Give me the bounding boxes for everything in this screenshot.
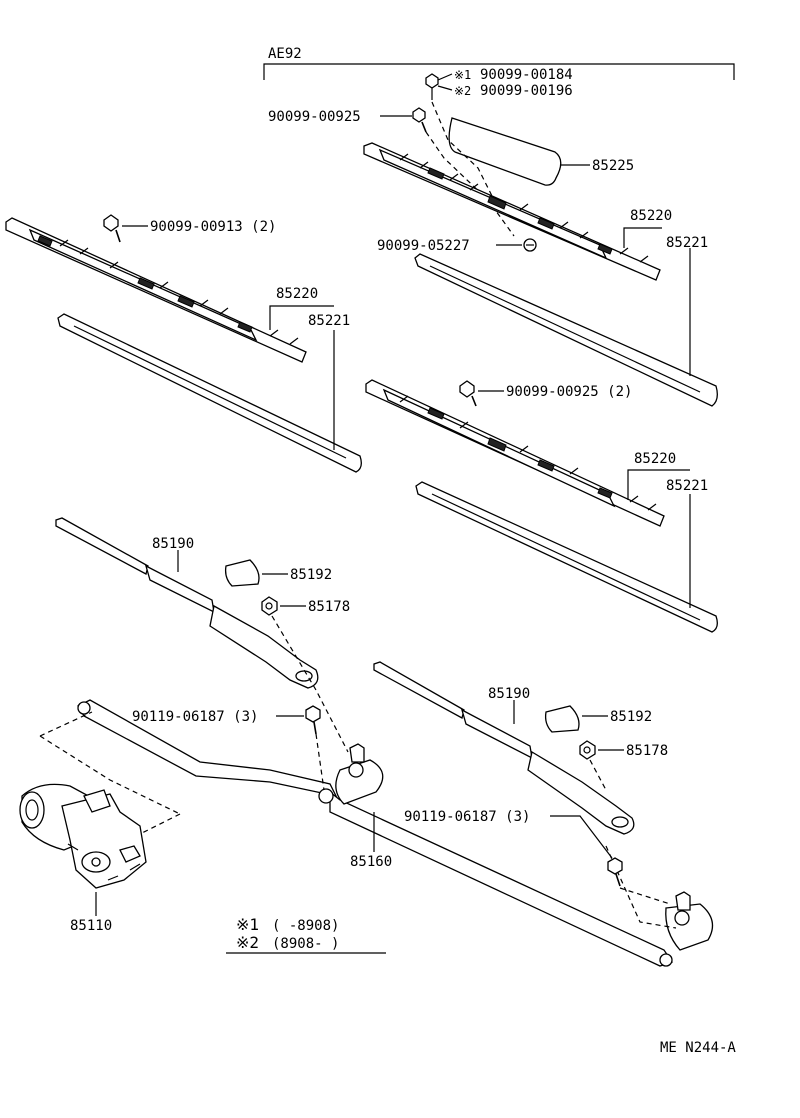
arm-right-label: 85190 [488,686,530,702]
arm-left-label: 85190 [152,536,194,552]
note1-part-label: 90099-00184 [480,67,573,83]
blade-rubber-right-mid [415,481,718,633]
screw-right-mid [459,380,477,407]
blade-right-mid-label-b: 85221 [666,478,708,494]
cover-label: 85225 [592,158,634,174]
blade-right-top-label-a: 85220 [630,208,672,224]
svg-text:※2: ※2 [454,84,471,98]
model-bracket: AE92 [263,46,735,80]
diagram-code: ME N244-A [660,1040,736,1056]
notes-block: ※1 ( -8908) ※2 (8908- ) [226,915,386,954]
screw-left [103,214,121,243]
cap-right-label: 85192 [610,709,652,725]
blade-left-label-a: 85220 [276,286,318,302]
blade-left-label-b: 85221 [308,313,350,329]
bolt-right [607,857,623,887]
blade-right-top-label-b: 85221 [666,235,708,251]
nut-right-label: 85178 [626,743,668,759]
blade-right-mid-label-a: 85220 [634,451,676,467]
cap-left-label: 85192 [290,567,332,583]
blade-rubber-left [57,313,362,473]
motor-label: 85110 [70,918,112,934]
screw-184-196 [425,73,453,100]
bolt-right-label: 90119-06187 (3) [404,809,530,825]
cap-left [224,559,260,587]
cap-right [544,705,580,733]
blade-frame-right-mid [365,379,665,527]
bolt-left-label: 90119-06187 (3) [132,709,258,725]
clip-right-top-label: 90099-05227 [377,238,470,254]
screw-top [412,107,427,133]
blade-rubber-right-top [414,253,718,407]
note1-mark: ※1 [236,915,259,934]
wiper-arm-right [373,661,635,835]
bolt-left [305,705,321,735]
wiper-motor [19,783,147,889]
screw-left-label: 90099-00913 (2) [150,219,276,235]
nut-left [261,596,278,616]
screw-top-label: 90099-00925 [268,109,361,125]
model-label: AE92 [268,46,302,62]
note2-mark: ※2 [236,933,259,952]
link-label: 85160 [350,854,392,870]
linkage [77,699,714,967]
blade-frame-left [5,217,307,363]
wiper-arm-left [55,517,319,689]
nut-right [579,740,596,760]
note2-range: (8908- ) [272,936,339,952]
blade-frame-right-top [363,142,661,281]
svg-text:※1: ※1 [454,68,471,82]
note1-range: ( -8908) [272,918,339,934]
clip-right-top [523,238,537,252]
screw-right-mid-label: 90099-00925 (2) [506,384,632,400]
note2-part-label: 90099-00196 [480,83,573,99]
cover [448,117,562,186]
nut-left-label: 85178 [308,599,350,615]
